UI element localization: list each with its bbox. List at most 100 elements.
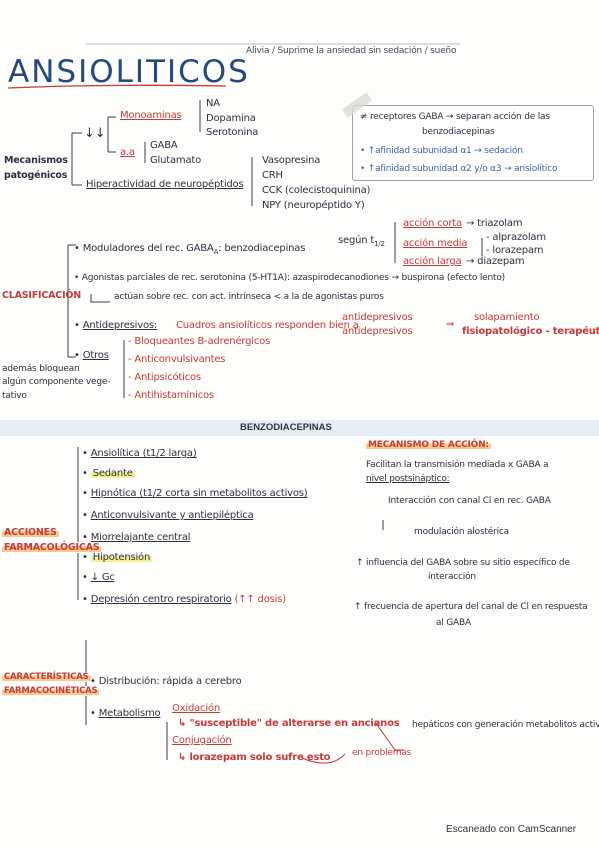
moduladores-text: Moduladores del rec. GABA — [82, 243, 214, 254]
conjugacion-note: ↳ lorazepam solo sufre esto — [178, 752, 331, 763]
box-line-3: • ↑afinidad subunidad α1 → sedación — [360, 146, 523, 156]
oxidacion-note-text: "susceptible" de alterarse en ancianos — [189, 718, 400, 729]
accion-sedante-text: Sedante — [90, 468, 135, 479]
triazolam-text: triazolam — [477, 218, 523, 229]
box-line-2: benzodiacepinas — [422, 127, 495, 137]
accion-sedante: • Sedante — [82, 468, 135, 479]
agonistas-note: actúan sobre rec. con act. intrínseca < … — [114, 292, 384, 302]
mecanismo-line-7: ↑ frecuencia de apertura del canal de Cl… — [354, 602, 588, 612]
mecanismo-line-2: nivel postsináptico: — [366, 474, 450, 484]
monoamina-dopamina: Dopamina — [206, 113, 256, 124]
accion-depresion: • Depresión centro respiratorio (↑↑ dosi… — [82, 594, 286, 605]
accion-gc: • ↓ Gc — [82, 572, 115, 583]
otros-item-2: - Anticonvulsivantes — [128, 354, 226, 365]
hepaticos-text: hepáticos con generación metabolitos act… — [412, 720, 599, 730]
accion-ansiolitica: • Ansiolítica (t1/2 larga) — [82, 448, 197, 459]
distribucion-text: Distribución: rápida a cerebro — [98, 676, 242, 687]
accion-anticonvulsivante-text: Anticonvulsivante y antiepiléptica — [90, 510, 254, 521]
otros-item-4-text: Antihistamínicos — [134, 390, 214, 401]
segun-text: según t — [338, 235, 375, 246]
neuropeptido-crh: CRH — [262, 170, 283, 181]
side-note-3: tativo — [2, 391, 27, 401]
drug-lorazepam: - lorazepam — [486, 245, 544, 256]
accion-anticonvulsivante: • Anticonvulsivante y antiepiléptica — [82, 510, 254, 521]
mecanismo-line-6: interacción — [428, 572, 476, 582]
antidepresivos-label: • Antidepresivos: — [74, 320, 158, 331]
farmaco-label-1-text: CARACTERÍSTICAS — [2, 672, 91, 682]
distribucion-line: • Distribución: rápida a cerebro — [90, 676, 242, 687]
antidep-item-1: antidepresivos — [342, 312, 413, 323]
acciones-label-1-text: ACCIONES — [2, 527, 59, 538]
metabolismo-text: Metabolismo — [98, 708, 161, 719]
aa-gaba: GABA — [150, 140, 178, 151]
farmaco-label-2: FARMACOCINÉTICAS — [2, 686, 100, 696]
drug-alprazolam: - alprazolam — [486, 232, 546, 243]
metabolismo-line: • Metabolismo — [90, 708, 161, 719]
segun-sub: 1/2 — [374, 240, 385, 248]
antidepresivos-text: Antidepresivos: — [82, 320, 158, 331]
mecanismos-label-1: Mecanismos — [4, 155, 68, 166]
dosis-text: (↑↑ dosis) — [234, 594, 287, 605]
acciones-label-2: FARMACOLÓGICAS — [2, 542, 102, 553]
neuropeptido-cck: CCK (colecistoquinina) — [262, 185, 371, 196]
accion-hipotension: • Hipotensión — [82, 552, 153, 563]
otros-item-2-text: Anticonvulsivantes — [134, 354, 226, 365]
mecanismo-heading-text: MECANISMO DE ACCIÓN: — [366, 440, 491, 450]
segun-label: según t1/2 — [338, 235, 385, 248]
moduladores-sub: A — [213, 248, 219, 256]
mecanismo-line-3: Interacción con canal Cl en rec. GABA — [388, 496, 551, 506]
side-note-2: algún componente vege- — [2, 377, 111, 387]
monoaminas-label: Monoaminas — [120, 110, 182, 121]
accion-depresion-text: Depresión centro respiratorio — [90, 594, 232, 605]
page-title: ANSIOLITICOS — [8, 54, 250, 90]
acciones-label-1: ACCIONES — [2, 527, 59, 538]
section-band — [0, 420, 599, 436]
benzo-text: : benzodiacepinas — [218, 243, 306, 254]
moduladores-label: • Moduladores del rec. GABAA: benzodiace… — [74, 243, 306, 256]
oxidacion-note: ↳ "susceptible" de alterarse en ancianos — [178, 718, 400, 729]
hiperactividad-label: Hiperactividad de neuropéptidos — [86, 179, 244, 190]
double-arrow: ⇒ — [446, 319, 455, 330]
accion-miorrelajante-text: Miorrelajante central — [90, 532, 191, 543]
side-note-1: además bloquean — [2, 364, 80, 374]
mecanismo-line-8: al GABA — [436, 618, 471, 628]
gaba-receptor-box — [352, 105, 594, 181]
farmaco-label-1: CARACTERÍSTICAS — [2, 672, 91, 682]
accion-hipnotica: • Hipnótica (t1/2 corta sin metabolitos … — [82, 488, 308, 499]
antidep-item-2: antidepresivos — [342, 326, 413, 337]
accion-hipnotica-text: Hipnótica (t1/2 corta sin metabolitos ac… — [90, 488, 308, 499]
solapamiento-text: solapamiento — [474, 312, 540, 323]
mecanismo-line-1: Facilitan la transmisión mediada x GABA … — [366, 460, 549, 470]
lorazepam-text: lorazepam — [492, 245, 544, 256]
camscanner-watermark: Escaneado con CamScanner — [446, 824, 577, 835]
monoamina-na: NA — [206, 98, 220, 109]
otros-item-1: - Bloqueantes B-adrenérgicos — [128, 336, 271, 347]
accion-media: acción media — [403, 238, 468, 249]
fisio-text: fisiopatológico - terapéutico — [462, 326, 599, 337]
conjugacion-label: Conjugación — [172, 735, 232, 746]
conjugacion-note-text: lorazepam solo sufre esto — [189, 752, 331, 763]
otros-text: Otros — [82, 350, 109, 361]
clasificacion-label: CLASIFICACIÓN — [2, 290, 82, 301]
box-line-1: ≠ receptores GABA → separan acción de la… — [360, 112, 550, 122]
benzo-heading: BENZODIACEPINAS — [240, 422, 332, 433]
mecanismo-line-5: ↑ influencia del GABA sobre su sitio esp… — [356, 558, 570, 568]
accion-gc-text: ↓ Gc — [90, 572, 115, 583]
accion-larga: acción larga — [403, 256, 462, 267]
cuadros-text: Cuadros ansiolíticos responden bien a — [176, 320, 359, 331]
problemas-text: en problemas — [352, 748, 412, 758]
mecanismo-line-4: modulación alostérica — [414, 527, 509, 537]
otros-label: • Otros — [74, 350, 109, 361]
accion-corta: acción corta — [403, 218, 462, 229]
otros-item-3: - Antipsicóticos — [128, 372, 201, 383]
mecanismos-label-2: patogénicos — [4, 170, 68, 181]
aa-label: a.a — [120, 147, 135, 158]
otros-item-1-text: Bloqueantes B-adrenérgicos — [134, 336, 271, 347]
accion-ansiolitica-text: Ansiolítica (t1/2 larga) — [90, 448, 197, 459]
acciones-label-2-text: FARMACOLÓGICAS — [2, 542, 102, 553]
neuropeptido-npy: NPY (neuropéptido Y) — [262, 200, 365, 211]
drug-triazolam: → triazolam — [466, 218, 523, 229]
agonistas-line: • Agonistas parciales de rec. serotonina… — [74, 273, 505, 283]
accion-miorrelajante: • Miorrelajante central — [82, 532, 191, 543]
